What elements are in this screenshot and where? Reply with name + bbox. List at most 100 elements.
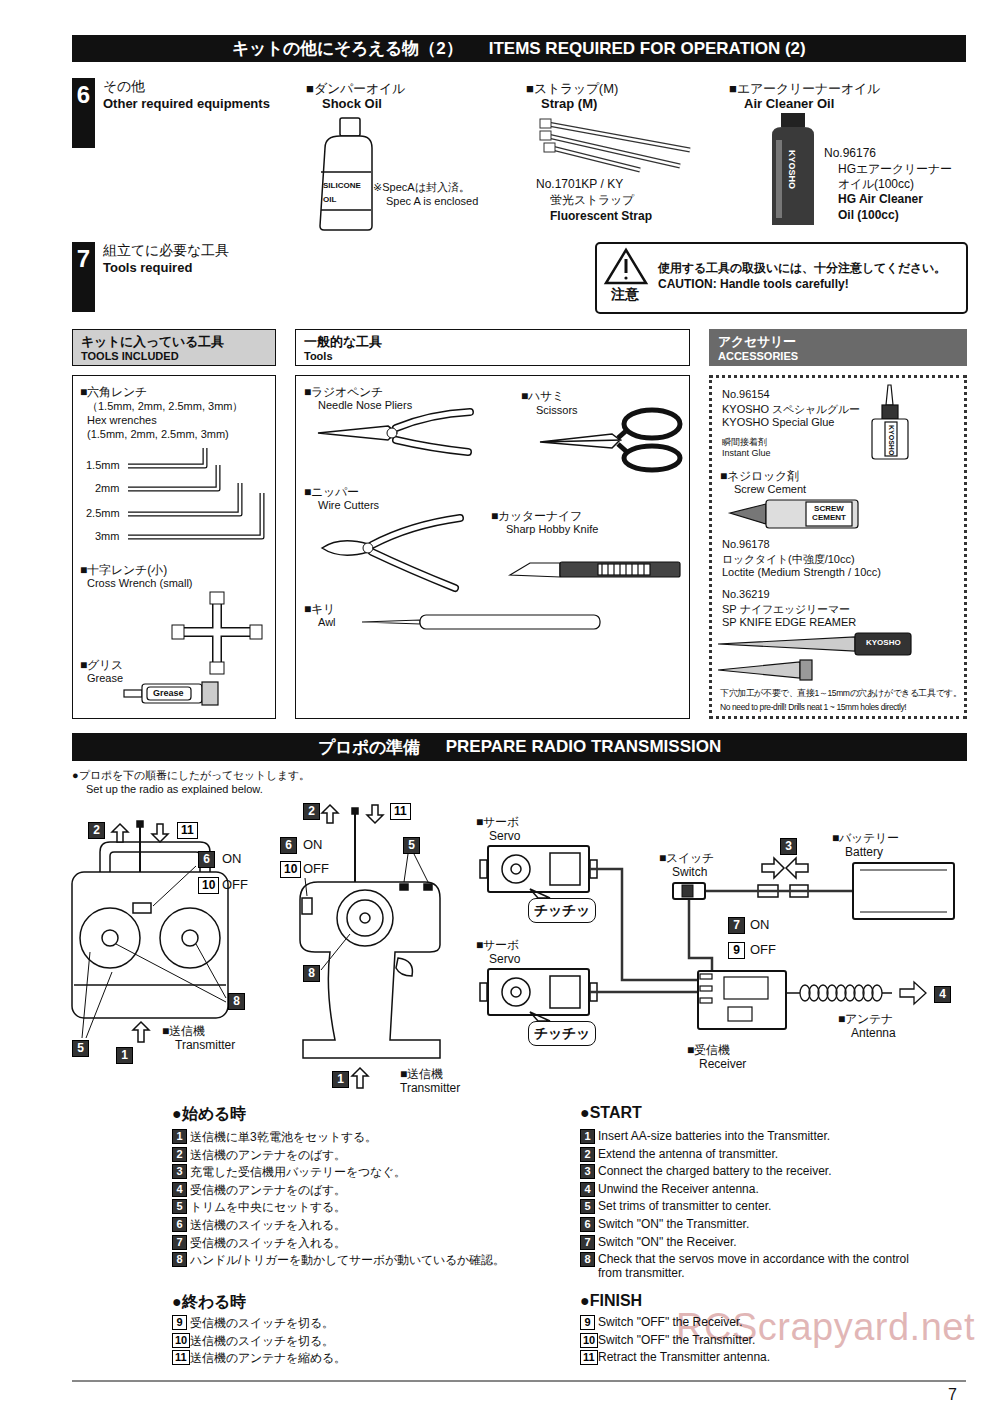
wire-cutters xyxy=(322,518,460,588)
label-text: オイル(100cc) xyxy=(838,176,914,193)
shock-oil-bottle xyxy=(340,118,360,136)
antenna-coil xyxy=(787,992,892,993)
antenna-coil xyxy=(872,985,882,1001)
callout-number: 4 xyxy=(934,986,951,1003)
node-text: TOOLS INCLUDED xyxy=(81,350,179,362)
callout-number: 7 xyxy=(172,1235,187,1250)
label-text: 3mm xyxy=(95,530,119,542)
node-text: その他 xyxy=(103,78,145,96)
wire-cutters xyxy=(372,518,460,588)
callout-number: 10 xyxy=(580,1333,598,1348)
node-text: PREPARE RADIO TRANSMISSION xyxy=(446,737,722,757)
label-text: 蛍光ストラップ xyxy=(550,192,634,209)
cross-wrench xyxy=(180,600,254,666)
label-text: 送信機のスイッチを切る。 xyxy=(190,1333,334,1350)
node-text: 瞬間接着剤 xyxy=(722,436,767,449)
node-text: ■サーボ xyxy=(476,814,519,831)
servo-body xyxy=(480,983,487,1001)
callout-number: 3 xyxy=(780,838,797,855)
tools-panel: ■ラジオペンチNeedle Nose Pliers■ハサミScissors■ニッ… xyxy=(295,375,690,719)
callout-number: 6 xyxy=(280,837,297,854)
screw-cement-tube xyxy=(766,500,858,528)
label-text: ※SpecAは封入済。 xyxy=(373,180,470,195)
knife-edge-reamer xyxy=(718,633,911,680)
node-text: Tools required xyxy=(103,260,192,275)
node-text: ■キリ xyxy=(304,601,335,618)
callout-number: 6 xyxy=(172,1217,187,1232)
label-text: トリムを中央にセットする。 xyxy=(190,1199,346,1216)
knife-edge-reamer xyxy=(855,633,911,655)
label-text: Antenna xyxy=(851,1026,896,1040)
label-text: Switch "OFF" the Transmitter. xyxy=(598,1333,928,1347)
scissors xyxy=(624,410,680,438)
hobby-knife xyxy=(602,564,644,575)
label-text: ON xyxy=(222,851,242,866)
servo-body xyxy=(550,976,580,1008)
node-text: ■バッテリー xyxy=(832,830,899,847)
hobby-knife xyxy=(510,563,560,577)
cross-wrench xyxy=(210,592,224,604)
node-text: チッチッ xyxy=(534,1025,590,1043)
shock-oil-bottle xyxy=(320,136,372,230)
node-text: キットの他にそろえる物（2） xyxy=(232,37,462,60)
node-text: No need to pre-drill! Drills neat 1 ~ 15… xyxy=(720,702,906,712)
node-text: Sharp Hobby Knife xyxy=(506,523,598,535)
air-cleaner-oil-bottle xyxy=(772,113,814,225)
node-text: Battery xyxy=(845,845,883,859)
node-text: Wire Cutters xyxy=(318,499,379,511)
servo-body xyxy=(480,853,597,1021)
section-header: プロポの準備PREPARE RADIO TRANSMISSION xyxy=(72,733,967,761)
label-text: Transmitter xyxy=(175,1038,235,1052)
stick-transmitter xyxy=(152,824,168,842)
screw-cement-tube xyxy=(730,504,766,524)
label-text: Extend the antenna of transmitter. xyxy=(598,1147,928,1161)
battery-connector xyxy=(786,858,808,878)
node-text: Loctite (Medium Strength / 10cc) xyxy=(722,566,881,578)
pistol-transmitter xyxy=(302,898,312,914)
label-text: ON xyxy=(750,917,770,932)
callout-number: 2 xyxy=(172,1147,187,1162)
callout-number: 2 xyxy=(580,1147,595,1162)
node-text: ■サーボ xyxy=(476,937,519,954)
node-text: 7 xyxy=(72,242,95,312)
strap xyxy=(548,124,690,170)
panel-header: 一般的な工具Tools xyxy=(295,329,690,366)
page-rule xyxy=(72,1381,966,1382)
node-text: Awl xyxy=(318,616,336,628)
strap xyxy=(540,131,551,140)
node-text: 6 xyxy=(72,78,95,148)
callout-number: 1 xyxy=(332,1071,349,1088)
stick-transmitter xyxy=(133,903,151,913)
receiver-body xyxy=(700,974,768,1021)
callout-number: 3 xyxy=(172,1164,187,1179)
switch-body xyxy=(682,885,693,897)
node-text: アクセサリー xyxy=(718,333,796,351)
label-text: OFF xyxy=(222,877,248,892)
air-cleaner-oil-bottle xyxy=(776,140,782,218)
label-text: ●START xyxy=(580,1104,642,1122)
hex-wrench xyxy=(128,448,262,537)
air-cleaner-oil-bottle xyxy=(781,113,805,127)
strap xyxy=(540,119,690,170)
node-text: Tools xyxy=(304,350,333,362)
scissors xyxy=(540,434,620,448)
label-text: Oil (100cc) xyxy=(838,208,899,222)
node-text: (1.5mm, 2mm, 2.5mm, 3mm) xyxy=(87,428,229,440)
panel-header: キットに入っている工具TOOLS INCLUDED xyxy=(72,329,276,366)
label-text: ハンドル/トリガーを動かしてサーボが動いているか確認。 xyxy=(190,1252,505,1269)
receiver-body xyxy=(700,974,712,979)
node-text: ■グリス xyxy=(80,657,123,674)
antenna-coil xyxy=(900,982,926,1004)
label-text: ●プロポを下の順番にしたがってセットします。 xyxy=(72,768,310,783)
callout-number: 4 xyxy=(580,1182,595,1197)
callout-number: 8 xyxy=(303,965,320,982)
servo: ■サーボServo xyxy=(487,968,590,1016)
node-text: ■ラジオペンチ xyxy=(304,384,383,401)
strap xyxy=(540,119,551,128)
node-text: ■ハサミ xyxy=(521,388,564,405)
node-text: ■ニッパー xyxy=(304,484,359,501)
warning-triangle xyxy=(625,259,628,273)
glue-bottle xyxy=(882,405,898,419)
node-text: キットに入っている工具 xyxy=(81,333,224,351)
